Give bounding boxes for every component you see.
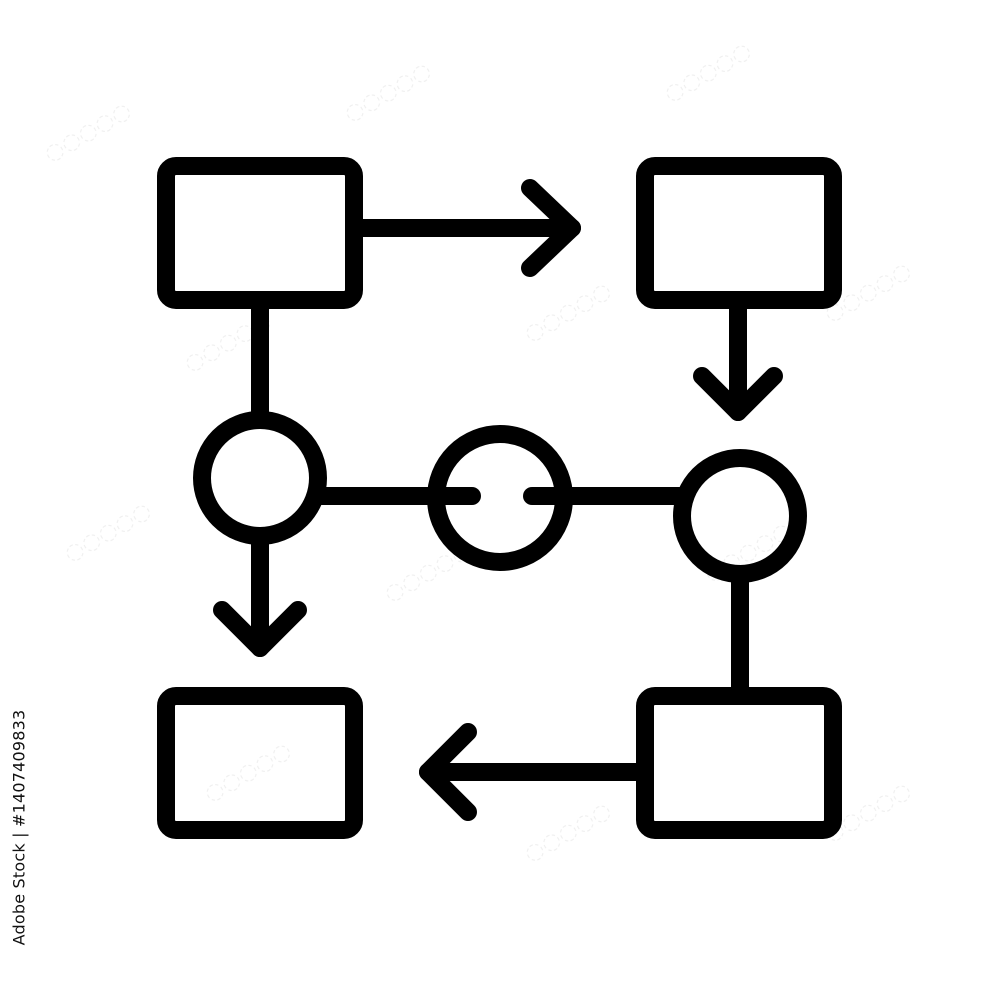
stock-id-text: Adobe Stock | #1407409833 [9, 709, 29, 945]
stock-id-label: Adobe Stock | #1407409833 [6, 709, 32, 945]
box-bottom-right [636, 687, 842, 839]
arrow-down-left [213, 527, 307, 657]
arrow-left [419, 723, 654, 821]
node-circle-right [673, 449, 807, 583]
box-bottom-left [157, 687, 363, 839]
node-circle-left [193, 411, 327, 545]
arrow-right [345, 179, 581, 277]
box-top-left [157, 157, 363, 309]
box-top-right [636, 157, 842, 309]
arrow-down-right [693, 291, 783, 421]
